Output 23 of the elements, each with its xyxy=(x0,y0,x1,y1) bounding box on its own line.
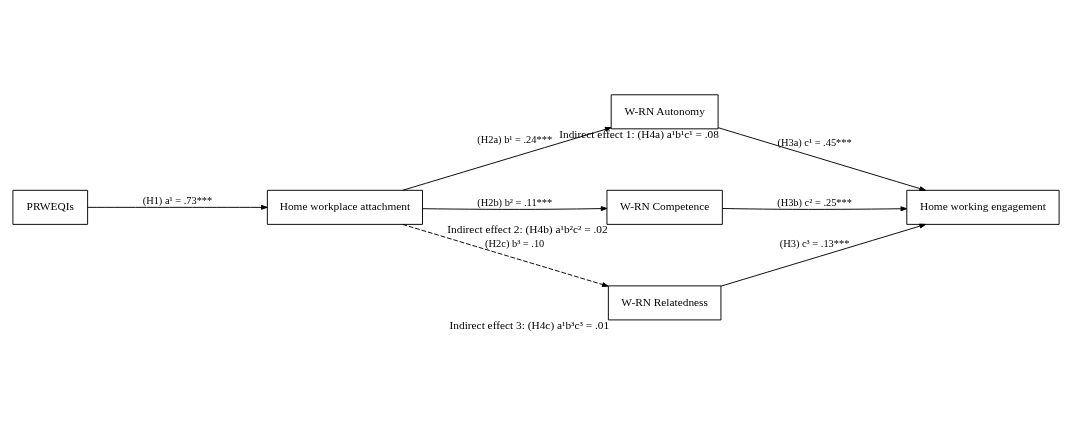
edge-label: (H2b) b² = .11*** xyxy=(477,196,553,208)
node-box: PRWEQIs xyxy=(12,189,89,225)
arrow xyxy=(717,126,926,191)
arrow xyxy=(402,223,609,287)
edge-label: (H3b) c² = .25*** xyxy=(777,196,852,208)
arrow xyxy=(721,205,908,211)
node-label: Indirect effect 3: (H4c) a¹b³c³ = .01 xyxy=(449,318,610,331)
arrow xyxy=(422,205,608,211)
node-box: W-RN Autonomy xyxy=(610,93,719,129)
edge-label: (H3) c³ = .13*** xyxy=(779,237,850,249)
edge-label: (H3a) c¹ = .45*** xyxy=(777,136,852,148)
edge-label: (H1) a¹ = .73*** xyxy=(142,194,213,206)
node-label: Indirect effect 2: (H4b) a¹b²c² = .02 xyxy=(447,222,608,235)
arrow xyxy=(720,223,926,287)
arrow xyxy=(402,126,612,191)
node-box: W-RN Relatedness xyxy=(607,284,722,320)
node-box: W-RN Competence xyxy=(606,189,723,225)
node-label: Indirect effect 1: (H4a) a¹b¹c¹ = .08 xyxy=(559,127,719,140)
edge-label: (H2a) b¹ = .24*** xyxy=(477,133,553,145)
edge-label: (H2c) b³ = .10 xyxy=(485,237,545,249)
node-box: Home workplace attachment xyxy=(266,189,423,225)
arrow xyxy=(87,204,268,210)
node-box: Home working engagement xyxy=(906,189,1060,225)
